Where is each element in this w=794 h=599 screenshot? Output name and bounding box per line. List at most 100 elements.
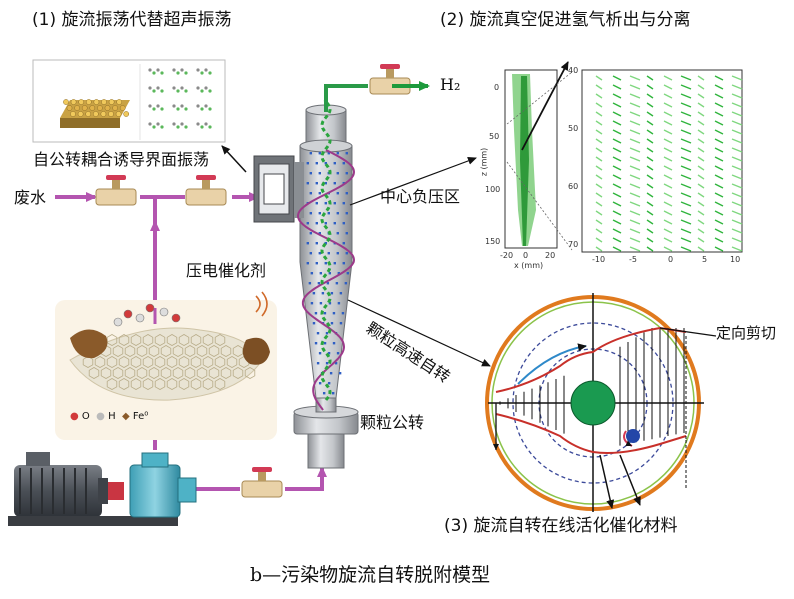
hex-cell (118, 356, 130, 368)
adsorbed-atom-icon (123, 309, 133, 319)
streamline-arrow (731, 210, 743, 216)
lattice-atom-icon (180, 104, 184, 108)
streamline-arrow (697, 129, 705, 135)
streamline-arrow (697, 228, 705, 234)
valve-stem (386, 68, 394, 78)
particle-dot (315, 182, 318, 185)
streamline-arrow (646, 138, 654, 144)
lattice-atom-icon (208, 107, 212, 111)
streamline-arrow (629, 129, 641, 135)
zoom-xtick: 5 (702, 255, 708, 264)
lattice-atom-icon (152, 89, 156, 93)
streamline-arrow (697, 246, 705, 252)
streamline-arrow (731, 129, 743, 135)
hydrogen-dot-icon: ● (96, 411, 105, 422)
streamline-arrow (629, 75, 641, 81)
hex-cell (184, 345, 196, 357)
streamline-arrow (680, 156, 692, 162)
particle-dot (336, 232, 339, 235)
hex-cell (166, 334, 178, 346)
lattice-atom-icon (156, 86, 160, 90)
streamline-arrow (629, 147, 641, 153)
hex-cell (82, 356, 94, 368)
streamline-arrow (697, 219, 705, 225)
zoom-ytick: 60 (568, 182, 579, 191)
inset-atoms (113, 303, 181, 327)
lattice-atom-icon (172, 86, 176, 90)
particle-dot (336, 172, 339, 175)
particle-dot (336, 152, 339, 155)
streamline-arrow (714, 246, 724, 252)
streamline-arrow (629, 192, 641, 198)
particle-dot (332, 312, 336, 315)
streamline-arrow (612, 93, 622, 99)
particle-dot (332, 342, 336, 345)
cfd-ytick: 100 (485, 185, 501, 194)
particle-dot (324, 242, 327, 245)
particle-dot (324, 162, 327, 165)
hex-cell (160, 345, 172, 357)
particle-dot (342, 262, 345, 265)
streamline-arrow (680, 120, 692, 126)
streamline-arrow (595, 237, 603, 243)
particle-dot (319, 272, 323, 275)
lattice-atom-icon (160, 89, 164, 93)
streamline-arrow (629, 138, 641, 144)
hex-cell (202, 356, 214, 368)
h2-label: H₂ (440, 75, 461, 94)
particle-dot (345, 172, 348, 175)
atom-icon (85, 111, 92, 117)
hex-cell (106, 378, 118, 390)
valve-stem (112, 179, 120, 189)
atom-icon (81, 105, 88, 111)
hex-cell (136, 367, 148, 379)
hex-cell (100, 367, 112, 379)
streamline-arrow (629, 201, 641, 207)
hex-cell (166, 356, 178, 368)
h2-outlet-pipe (324, 81, 430, 112)
streamline-arrow (731, 174, 743, 180)
particle-dot (306, 222, 309, 225)
particle-dot (345, 152, 348, 155)
hex-cell (154, 334, 166, 346)
lattice-atom-icon (172, 104, 176, 108)
streamline-arrow (680, 84, 692, 90)
streamline-arrow (714, 237, 724, 243)
particle-dot (318, 172, 321, 175)
lattice-atom-icon (200, 71, 204, 75)
streamline-arrow (714, 147, 724, 153)
streamline-arrow (629, 219, 641, 225)
valve-handle-icon (106, 175, 126, 180)
lattice-atom-icon (208, 125, 212, 129)
streamline-arrow (714, 93, 724, 99)
streamline-arrow (595, 138, 603, 144)
streamline-arrow (731, 156, 743, 162)
lattice-atom-icon (204, 86, 208, 90)
piezo-catalyst-label: 压电催化剂 (186, 261, 267, 280)
streamline-arrow (680, 165, 692, 171)
particle-dot (336, 352, 340, 355)
streamline-arrow (697, 75, 705, 81)
hex-cell (160, 367, 172, 379)
particle-dot (324, 262, 327, 265)
streamline-arrow (629, 84, 641, 90)
streamline-arrow (680, 228, 692, 234)
particle-dot (310, 302, 314, 305)
streamline-arrow (663, 228, 673, 234)
particle-dot (318, 232, 321, 235)
streamline-arrow (646, 147, 654, 153)
streamline-arrow (612, 120, 622, 126)
particle-dot (309, 172, 312, 175)
streamline-arrow (612, 192, 622, 198)
streamline-arrow (680, 183, 692, 189)
streamline-arrow (680, 75, 692, 81)
streamline-arrow (697, 84, 705, 90)
streamline-arrow (646, 84, 654, 90)
streamline-arrow (663, 237, 673, 243)
atom-icon (93, 99, 100, 105)
streamline-arrow (731, 93, 743, 99)
particle-dot (328, 302, 332, 305)
streamline-arrow (646, 120, 654, 126)
streamline-arrow (595, 129, 603, 135)
streamline-arrow (714, 183, 724, 189)
